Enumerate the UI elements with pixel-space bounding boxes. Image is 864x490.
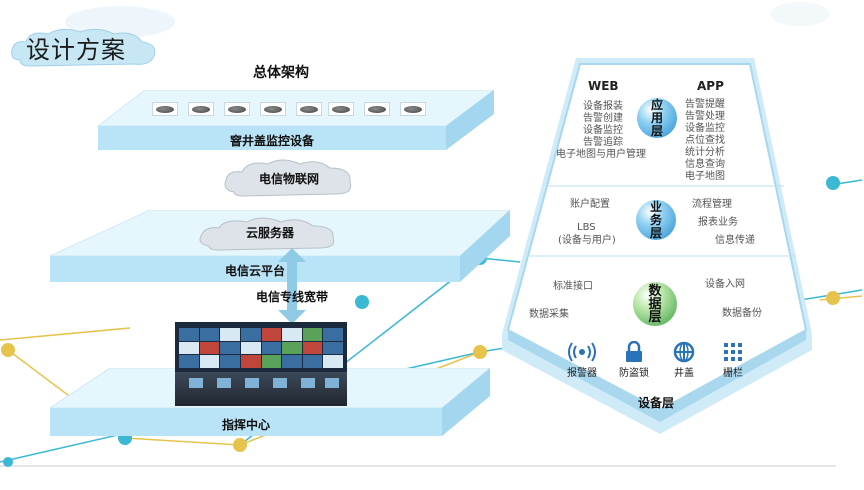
app-item: 设备监控 (685, 123, 725, 134)
sensor-icon (400, 102, 426, 116)
data-item: 数据备份 (722, 308, 762, 319)
web-item: 电子地图与用户管理 (556, 149, 646, 160)
web-item: 告警追踪 (583, 137, 623, 148)
sensor-device-label: 窨井盖监控设备 (229, 134, 314, 148)
device-label: 报警器 (567, 368, 597, 379)
business-item: 信息传递 (715, 235, 755, 246)
network-node (1, 343, 15, 357)
device-fence: 栅栏 (708, 340, 758, 379)
app-item: 统计分析 (685, 147, 725, 158)
web-item: 告警创建 (583, 113, 623, 124)
lock-icon (609, 340, 659, 364)
device-label: 栅栏 (723, 368, 743, 379)
web-header: WEB (588, 79, 619, 93)
data-item: 标准接口 (553, 281, 593, 292)
app-item: 点位查找 (685, 135, 725, 146)
command-center-photo (175, 322, 347, 406)
device-label: 防盗锁 (619, 368, 649, 379)
overall-architecture-heading: 总体架构 (253, 65, 309, 81)
sensor-icon (224, 102, 250, 116)
fence-grid-icon (708, 340, 758, 364)
cloud-server-label: 云服务器 (245, 226, 294, 240)
app-item: 电子地图 (685, 171, 725, 182)
business-item: 报表业务 (698, 217, 738, 228)
web-item: 设备报装 (583, 101, 623, 112)
network-node (826, 176, 840, 190)
cloud-platform-label: 电信云平台 (224, 264, 285, 278)
data-layer-label: 数据层 (648, 283, 662, 325)
business-layer-label: 业务层 (649, 199, 662, 240)
device-lock: 防盗锁 (609, 340, 659, 379)
cloud-server-icon (199, 217, 335, 251)
business-item: 流程管理 (692, 199, 732, 210)
sensor-icon (364, 102, 390, 116)
web-item: 设备监控 (583, 125, 623, 136)
sensor-icon (188, 102, 214, 116)
sensor-icon (296, 102, 322, 116)
network-node (826, 291, 840, 305)
device-layer-title: 设备层 (638, 396, 675, 410)
sensor-icon (152, 102, 178, 116)
device-label: 井盖 (674, 368, 694, 379)
network-node (473, 345, 487, 359)
app-item: 告警处理 (685, 111, 725, 122)
page-title: 设计方案 (26, 36, 126, 64)
app-header: APP (697, 79, 724, 93)
network-node (233, 438, 247, 452)
title-badge (10, 26, 160, 67)
iot-network-label: 电信物联网 (258, 172, 319, 186)
application-layer-label: 应用层 (650, 97, 663, 138)
network-node (3, 457, 13, 467)
sensor-icon (260, 102, 286, 116)
app-item: 信息查询 (685, 159, 725, 170)
cloud-platform: 云服务器 电信云平台 (50, 210, 510, 286)
data-item: 设备入网 (705, 279, 745, 290)
manhole-cover-icon (659, 340, 709, 364)
command-center-label: 指挥中心 (221, 418, 270, 432)
business-item: 账户配置 (570, 199, 610, 210)
data-layer-orb: 数据层 (633, 282, 677, 326)
device-manhole: 井盖 (659, 340, 709, 379)
business-layer-orb: 业务层 (636, 200, 676, 240)
sensor-icon (328, 102, 354, 116)
iot-network-cloud (224, 159, 352, 197)
double-arrow-icon (278, 248, 306, 324)
alarm-signal-icon (557, 340, 607, 364)
dedicated-line-label: 电信专线宽带 (256, 290, 329, 304)
data-item: 数据采集 (529, 309, 569, 320)
device-alarm: 报警器 (557, 340, 607, 379)
network-node (355, 295, 369, 309)
business-item: LBS (577, 222, 596, 233)
application-layer-orb: 应用层 (637, 98, 677, 138)
business-item: (设备与用户) (558, 235, 616, 246)
app-item: 告警提醒 (685, 99, 725, 110)
sensor-device-platform: 窨井盖监控设备 (50, 90, 494, 154)
